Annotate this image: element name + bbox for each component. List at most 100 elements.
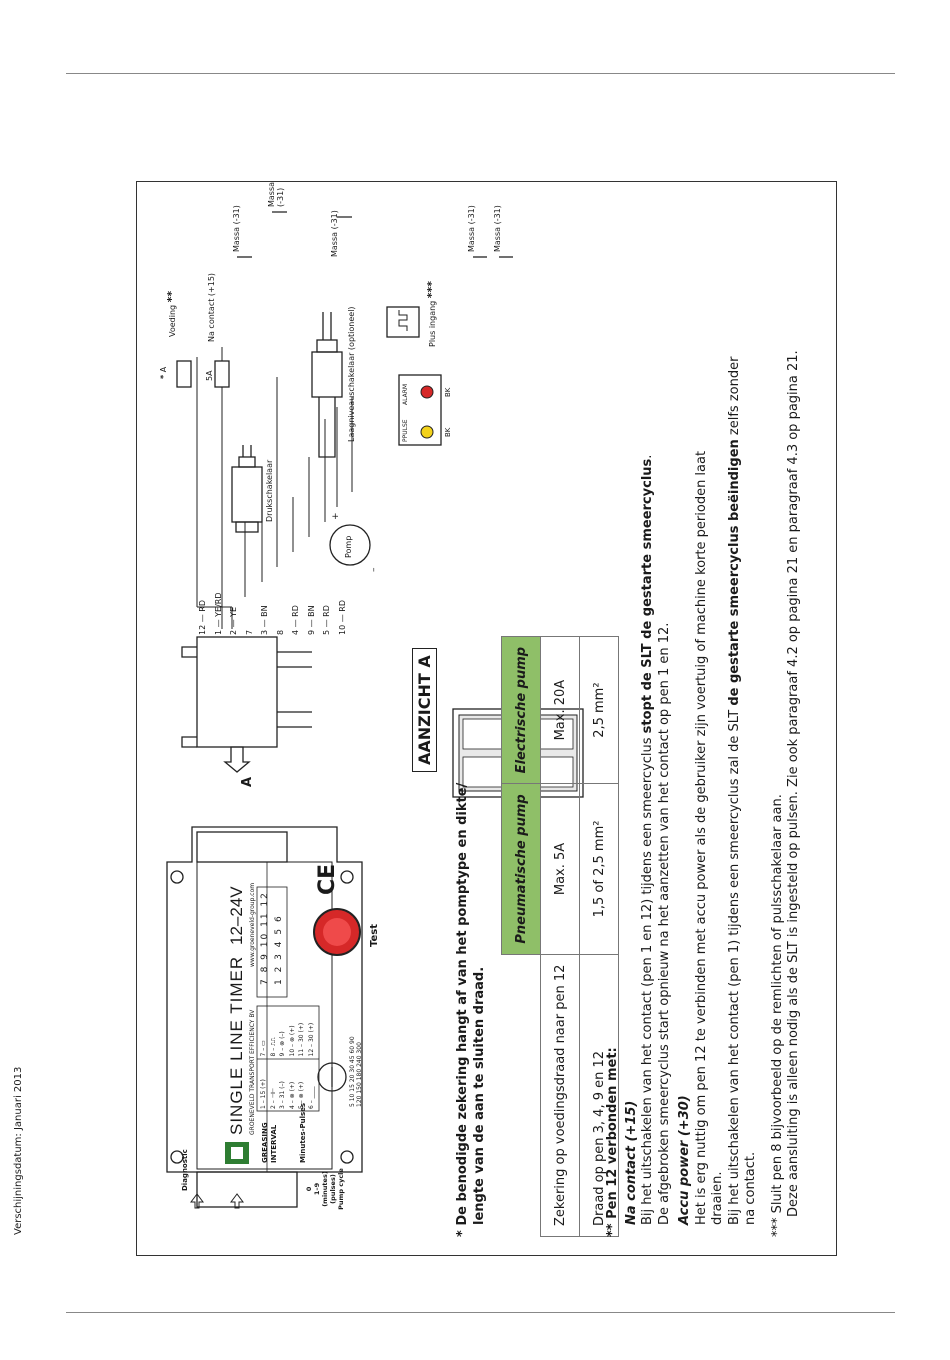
pin-legend-item: 11 – 30 (+) — [298, 1022, 305, 1057]
wire-pin-label: 12 — RD — [198, 600, 207, 635]
fuse-a-label: * A — [159, 367, 168, 379]
dial-value: 60 — [349, 1043, 356, 1054]
table-cell-electric: Max. 20A — [540, 636, 580, 784]
pin-legend-item: 6 – ____ — [307, 1086, 315, 1109]
pin-legend: 1 – 15 (+)2 – ⊣⊢3 – 31 (–)4 – ⊗ (+)5 – ⊗… — [259, 1007, 316, 1109]
timer-connector-left — [196, 1171, 298, 1208]
pin-number: 1 — [274, 972, 284, 985]
fuse-wire-table: Pneumatische pump Electrische pump Zeker… — [501, 636, 619, 1237]
note-accu-line4: na contact. — [743, 1151, 758, 1225]
pump-cycle-title: Pump cycle — [337, 1168, 345, 1210]
plus-ingang-label: Plus ingang *** — [425, 281, 438, 347]
pin-legend-item: 12 – 30 (+) — [307, 1022, 315, 1057]
led-module — [398, 374, 442, 446]
pin-number: 12 — [260, 891, 270, 907]
note-accu-post: zelfs zonder — [726, 356, 742, 440]
pin-number: 9 — [260, 947, 270, 960]
view-a-label: A — [240, 776, 255, 787]
table-header-electric: Electrische pump — [501, 636, 541, 784]
voeding-stars: ** — [165, 290, 178, 303]
wire-pin-label: 5 — RD — [322, 605, 331, 635]
dial-value: 10 — [349, 1091, 356, 1102]
dial-values: 5 10 15 20 30 45 60 90 120 150 180 240 3… — [349, 1032, 363, 1107]
fuse-5a-label: 5A — [205, 370, 214, 381]
note-na-contact-title: Na contact (+15) — [623, 1100, 639, 1225]
fuse-a-text: A — [159, 366, 168, 373]
fuse-5a — [214, 360, 230, 388]
massa-label-1: Massa (-31) — [232, 205, 241, 252]
voeding-text: Voeding — [168, 304, 177, 337]
pin-legend-item: 8 – ⎍⎍ — [269, 1037, 277, 1057]
pin-legend-item: 5 – ⊗ (+) — [298, 1081, 305, 1109]
pin-legend-item: 9 – ⊗ (–) — [279, 1031, 286, 1057]
note-na-contact-bold: stopt de SLT de gestarte smeercyclus — [640, 458, 655, 734]
pump-cycle-label: 0 1–9 (minutes) (pulses) Pump cycle — [305, 1165, 345, 1213]
wire-pin-label: 7 — [244, 629, 254, 635]
massa-label-3: Massa (-31) — [330, 210, 339, 257]
fuse-note-line1: De benodigde zekering hangt af van het p… — [455, 782, 470, 1226]
dial-value: 45 — [349, 1053, 356, 1064]
note-pen8-line1: *** Sluit pen 8 bijvoorbeeld op de remli… — [769, 794, 785, 1237]
note-na-contact-pre: Bij het uitschakelen van het contact (pe… — [640, 733, 655, 1225]
fuse-note-star: * — [455, 1230, 470, 1237]
pump-motor — [329, 524, 371, 566]
note-pen8-line2: Deze aansluiting is alleen nodig als de … — [786, 350, 801, 1217]
note-na-contact-line2: De afgebroken smeercyclus start opnieuw … — [656, 622, 672, 1225]
table-cell-pneumatic: Max. 5A — [540, 783, 580, 955]
interval-dial[interactable] — [317, 1062, 347, 1092]
dial-value: 300 — [356, 1042, 363, 1054]
ce-mark: CE — [315, 863, 340, 895]
dial-value: 5 — [349, 1101, 356, 1107]
greasing-interval-label: GREASING INTERVAL — [261, 1122, 278, 1163]
fuse-a-star: * — [159, 374, 168, 379]
timer-title: SINGLE LINE TIMER — [227, 955, 246, 1135]
voeding-label: Voeding ** — [165, 291, 178, 337]
pin-grid-top: 7 8 9 10 11 12 — [260, 891, 270, 985]
wire-pin-label: 3 — BN — [260, 605, 269, 635]
led-alarm-label: ALARM — [402, 383, 409, 405]
pin-legend-item: 2 – ⊣⊢ — [269, 1087, 277, 1109]
laagniveau-label: Laagniveauschakelaar (optioneel) — [347, 306, 356, 442]
mount-hole-2 — [170, 870, 184, 884]
led-bk-1: BK — [444, 427, 452, 437]
plus-ingang-text: Plus ingang — [428, 300, 437, 347]
dial-value: 240 — [356, 1053, 363, 1067]
massa-label-5: Massa (-31) — [493, 205, 502, 252]
pen12-notes: ** Pen 12 verbonden met: Na contact (+15… — [605, 197, 803, 1237]
pin-legend-item: 4 – ⊗ (+) — [288, 1081, 296, 1109]
pulse-input-box — [386, 306, 420, 338]
minutes-pulses-label: Minutes-Pulses — [299, 1102, 307, 1163]
mount-hole-3 — [340, 1150, 354, 1164]
table-header-pneumatic: Pneumatische pump — [501, 783, 541, 955]
note-na-contact-line1: Bij het uitschakelen van het contact (pe… — [640, 197, 657, 1237]
test-label: Test — [369, 923, 380, 947]
na-contact-label: Na contact (+15) — [207, 272, 216, 342]
note-accu-bold: de gestarte smeercyclus beëindigen — [726, 439, 742, 706]
table-corner — [502, 954, 541, 1236]
rotated-content: SINGLE LINE TIMER 12–24V GROENEVELD TRAN… — [137, 181, 836, 1255]
pin-grid-bottom: 1 2 3 4 5 6 — [274, 914, 284, 985]
pump-cycle-zero: 0 — [305, 1186, 313, 1192]
massa-label-2: Massa (-31) — [267, 181, 285, 207]
pin-legend-item: 7 – ▭ — [260, 1040, 267, 1057]
wire-pin-label: 2 — YE — [229, 606, 238, 635]
pin-number: 2 — [274, 959, 284, 973]
pomp-label: Pomp — [344, 535, 353, 558]
pin-legend-item: 1 – 15 (+) — [260, 1079, 267, 1109]
dial-value: 15 — [349, 1082, 356, 1092]
pump-cycle-units: (minutes) (pulses) — [321, 1171, 337, 1207]
pin-number: 3 — [274, 947, 284, 960]
wiring-plug — [196, 636, 278, 748]
pin-number: 10 — [260, 926, 270, 948]
top-rule — [66, 73, 895, 74]
note-accu-line3: Bij het uitschakelen van het contact (pe… — [727, 197, 744, 1237]
drukschakelaar-label: Drukschakelaar — [265, 459, 274, 522]
wire-pin-label: 10 — RD — [337, 600, 347, 635]
pomp-plus: + — [331, 512, 341, 520]
view-a-title: AANZICHT A — [412, 648, 437, 772]
note-pen12-title: ** Pen 12 verbonden met: — [605, 1047, 620, 1237]
fuse-note: * De benodigde zekering hangt af van het… — [455, 783, 488, 1237]
company-name: GROENEVELD TRANSPORT EFFICIENCY BV — [249, 1009, 256, 1135]
note-accu-line1: Het is erg nuttig om pen 12 te verbinden… — [693, 450, 709, 1225]
